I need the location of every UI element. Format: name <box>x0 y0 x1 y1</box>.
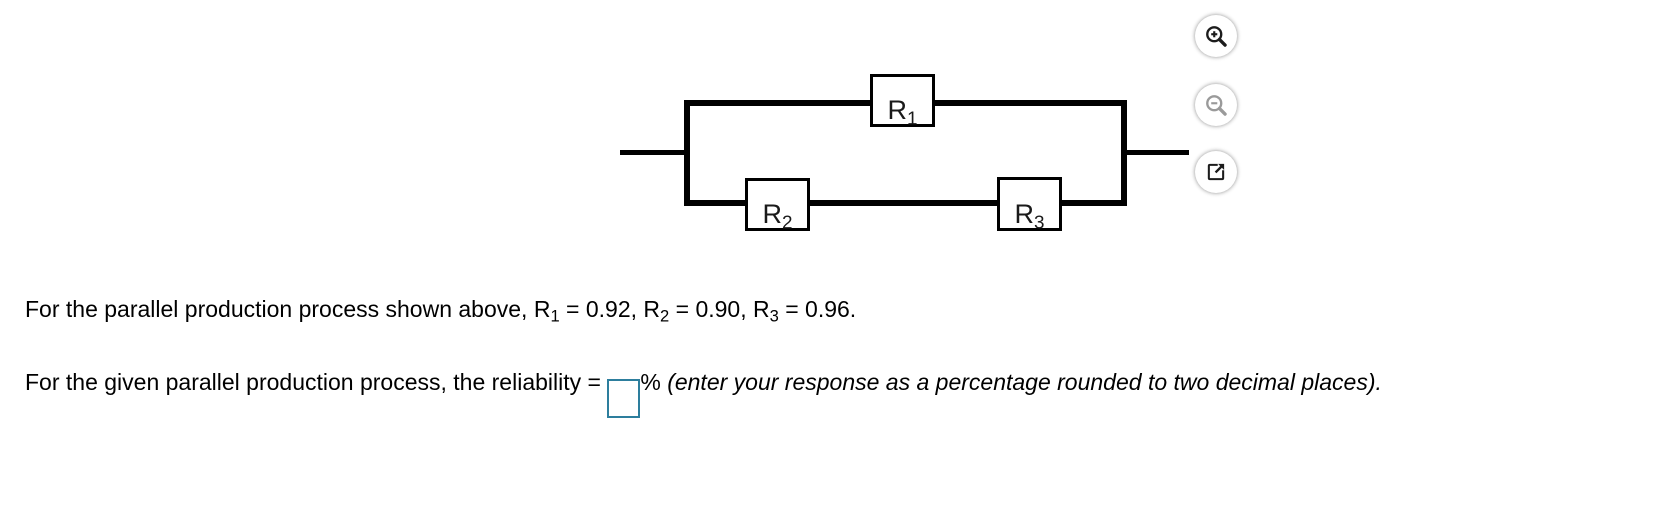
input-wire <box>620 150 684 155</box>
right-junction-wire <box>1121 100 1127 206</box>
question-prefix: For the given parallel production proces… <box>25 369 608 395</box>
magnifier-minus-icon <box>1205 94 1227 116</box>
magnifier-plus-icon <box>1205 25 1227 47</box>
open-in-new-window-button[interactable] <box>1195 151 1237 193</box>
output-wire <box>1127 150 1189 155</box>
bottom-branch-wire <box>684 200 1127 206</box>
reliability-answer-input[interactable] <box>607 379 641 418</box>
block-r2: R2 <box>745 178 810 234</box>
block-r1-label: R1 <box>887 95 918 130</box>
question-line: For the given parallel production proces… <box>25 371 1382 418</box>
problem-statement: For the parallel production process show… <box>25 296 857 326</box>
block-r3: R3 <box>997 177 1062 234</box>
left-junction-wire <box>684 100 690 206</box>
block-r1: R1 <box>870 74 935 130</box>
zoom-out-button[interactable] <box>1195 84 1237 126</box>
block-r3-label: R3 <box>1014 199 1045 234</box>
zoom-in-button[interactable] <box>1195 15 1237 57</box>
block-r2-label: R2 <box>762 199 793 234</box>
external-link-icon <box>1207 163 1225 181</box>
question-suffix: % (enter your response as a percentage r… <box>640 369 1382 395</box>
